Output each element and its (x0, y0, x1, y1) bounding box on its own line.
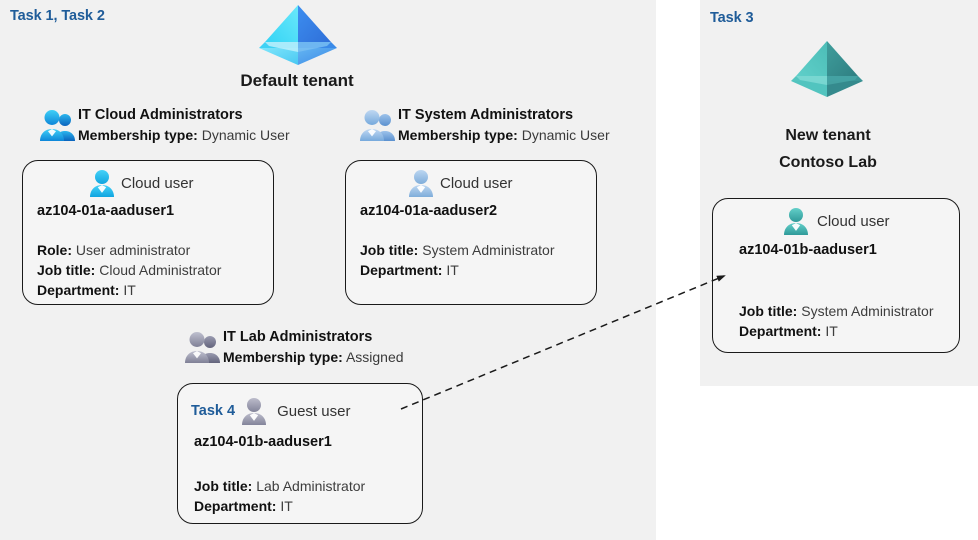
attr-label: Job title: (739, 303, 798, 319)
group-membership-type: Membership type: Dynamic User (78, 125, 290, 145)
task-label-right: Task 3 (710, 10, 754, 26)
group-membership-type: Membership type: Assigned (223, 347, 404, 367)
attr-label: Department: (360, 262, 443, 278)
group-membership-value: Dynamic User (201, 127, 290, 143)
guest-user-icon (241, 397, 267, 425)
user-principal-name: az104-01a-aaduser1 (37, 203, 175, 219)
attr-value: IT (123, 282, 136, 298)
attr-row: Job title: Cloud Administrator (37, 260, 221, 280)
attr-value: System Administrator (801, 303, 934, 319)
user-type-label: Cloud user (121, 174, 194, 192)
attr-row: Role: User administrator (37, 240, 221, 260)
new-tenant-icon (789, 38, 865, 100)
user-principal-name: az104-01b-aaduser1 (739, 242, 877, 258)
attr-value: IT (446, 262, 459, 278)
attr-value: System Administrator (422, 242, 555, 258)
new-tenant-title-line1: New tenant (785, 127, 871, 144)
task-badge: Task 4 (191, 403, 236, 419)
cloud-user-icon (89, 169, 115, 197)
attr-value: Cloud Administrator (99, 262, 222, 278)
group-membership-label: Membership type: (78, 127, 198, 143)
user-card-guest-aaduser1[interactable]: Task 4 Guest user az104-01b-aaduser1 Job… (177, 383, 423, 524)
attr-label: Department: (37, 282, 120, 298)
default-tenant-icon (257, 2, 339, 68)
attr-row: Department: IT (37, 280, 221, 300)
attr-row: Job title: System Administrator (739, 301, 934, 321)
default-tenant-title: Default tenant (240, 71, 354, 90)
group-users-icon (358, 109, 398, 142)
attr-row: Department: IT (194, 496, 365, 516)
attr-value: IT (825, 323, 838, 339)
user-type-label: Guest user (277, 402, 351, 420)
attr-label: Job title: (360, 242, 419, 258)
user-card-aaduser1[interactable]: Cloud user az104-01a-aaduser1 Role: User… (22, 160, 274, 305)
attr-label: Department: (739, 323, 822, 339)
user-card-aaduser2[interactable]: Cloud user az104-01a-aaduser2 Job title:… (345, 160, 597, 305)
attr-label: Job title: (194, 478, 253, 494)
user-principal-name: az104-01b-aaduser1 (194, 434, 332, 450)
new-tenant-title-line2: Contoso Lab (779, 154, 877, 171)
group-membership-label: Membership type: (398, 127, 518, 143)
user-card-new-tenant-aaduser1[interactable]: Cloud user az104-01b-aaduser1 Job title:… (712, 198, 960, 353)
attr-value: Lab Administrator (256, 478, 366, 494)
group-users-icon (38, 109, 78, 142)
attr-label: Department: (194, 498, 277, 514)
cloud-user-icon (783, 207, 809, 235)
user-type-label: Cloud user (817, 212, 890, 230)
task-label-left: Task 1, Task 2 (10, 8, 105, 24)
user-principal-name: az104-01a-aaduser2 (360, 203, 498, 219)
attr-row: Job title: Lab Administrator (194, 476, 365, 496)
attr-row: Job title: System Administrator (360, 240, 555, 260)
attr-value: User administrator (75, 242, 191, 258)
attr-value: IT (280, 498, 293, 514)
group-users-icon (183, 331, 223, 364)
attr-row: Department: IT (360, 260, 555, 280)
attr-row: Department: IT (739, 321, 934, 341)
attr-label: Job title: (37, 262, 96, 278)
attr-label: Role: (37, 242, 72, 258)
group-membership-value: Assigned (345, 349, 404, 365)
group-name: IT Lab Administrators (223, 329, 373, 345)
group-membership-value: Dynamic User (521, 127, 610, 143)
cloud-user-icon (408, 169, 434, 197)
group-name: IT Cloud Administrators (78, 107, 243, 123)
group-membership-label: Membership type: (223, 349, 343, 365)
group-membership-type: Membership type: Dynamic User (398, 125, 610, 145)
user-type-label: Cloud user (440, 174, 513, 192)
group-name: IT System Administrators (398, 107, 574, 123)
